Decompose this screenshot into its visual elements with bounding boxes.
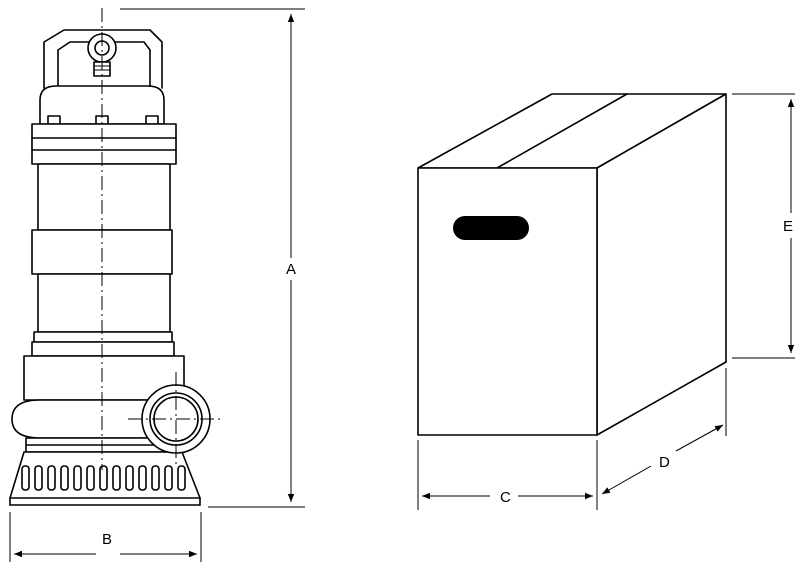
dimension-b: B — [9, 512, 202, 562]
label-d: D — [659, 454, 670, 471]
dimension-d: D — [601, 368, 727, 495]
label-e: E — [783, 218, 793, 235]
box-handle-hole — [453, 216, 529, 240]
dimension-a: A — [120, 8, 305, 508]
shipping-box — [417, 93, 727, 436]
label-b: B — [102, 531, 112, 548]
dimension-e: E — [732, 93, 795, 359]
dimension-c: C — [417, 440, 598, 510]
label-c: C — [500, 489, 511, 506]
label-a: A — [286, 261, 296, 278]
pump-drawing — [9, 8, 224, 506]
